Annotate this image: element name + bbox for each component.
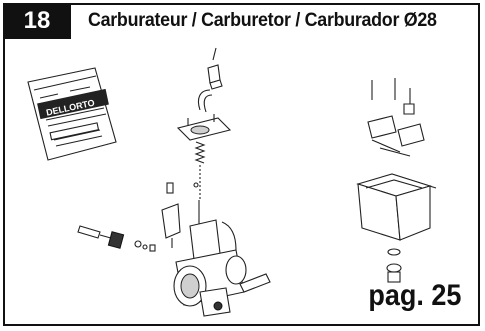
section-number-badge: 18 [3, 3, 71, 39]
float-bowl-exploded-view [356, 78, 437, 283]
carburetor-exploded-view [77, 47, 271, 317]
page-reference: pag. 25 [367, 279, 461, 312]
section-title: Carburateur / Carburetor / Carburador Ø2… [88, 10, 437, 31]
gasket-packet-image: DELLORTO [27, 67, 117, 161]
